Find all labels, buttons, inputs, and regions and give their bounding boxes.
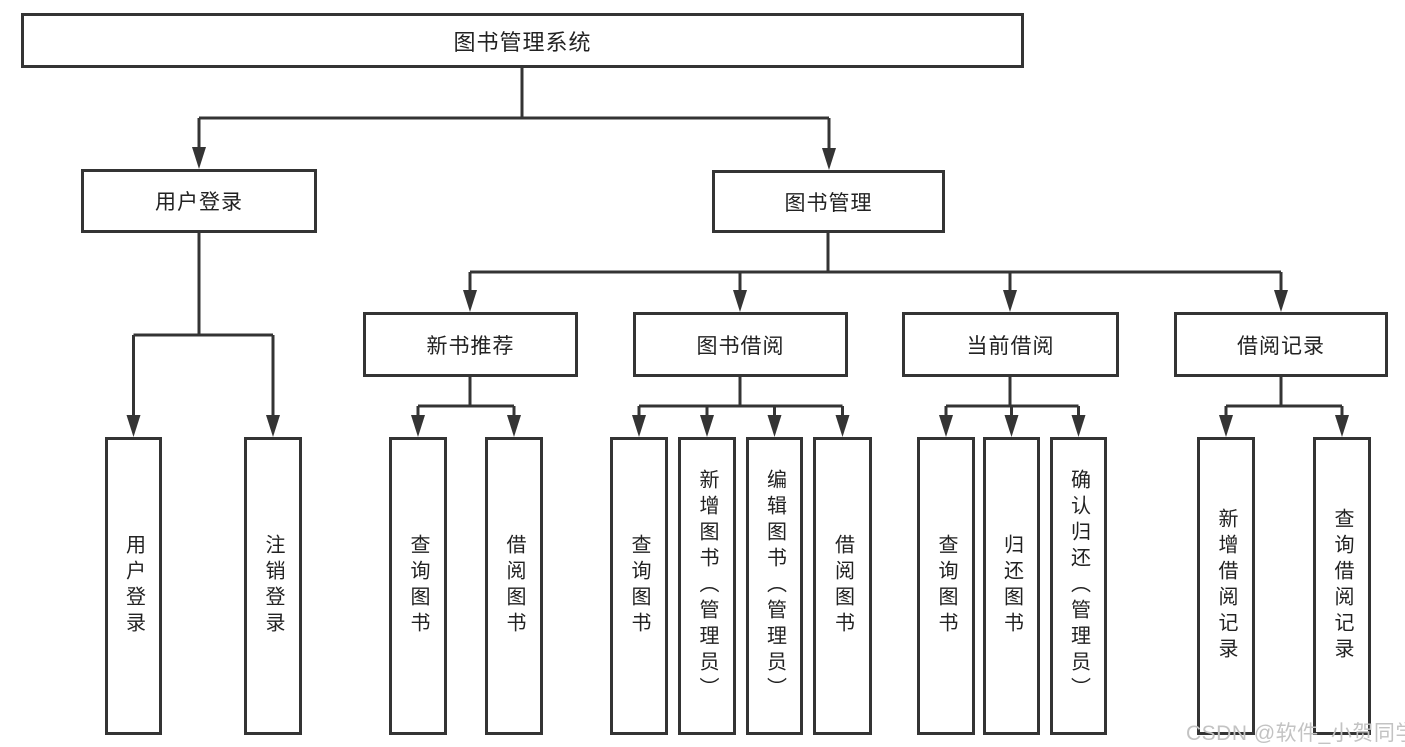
- node-root-system: 图书管理系统: [21, 13, 1024, 68]
- node-label: 借阅图书: [831, 534, 854, 638]
- node-label: 编辑图书（管理员）: [763, 469, 786, 703]
- csdn-watermark: CSDN @软件_小贺同学: [1186, 722, 1405, 745]
- node-label: 图书管理系统: [453, 29, 592, 55]
- node-label: 查询图书: [407, 534, 429, 638]
- node-label: 新书推荐: [426, 334, 515, 358]
- node-label: 确认归还（管理员）: [1067, 469, 1090, 703]
- leaf-confirm-return-admin: 确认归还（管理员）: [1050, 437, 1107, 735]
- leaf-query-books-newbooks: 查询图书: [389, 437, 447, 735]
- node-current-borrowing: 当前借阅: [902, 312, 1119, 377]
- node-label: 归还图书: [1000, 534, 1023, 638]
- leaf-query-books-borrow: 查询图书: [610, 437, 668, 735]
- node-label: 新增图书（管理员）: [696, 469, 718, 703]
- node-label: 借阅图书: [503, 534, 525, 638]
- leaf-logout: 注销登录: [244, 437, 302, 735]
- node-borrow-records: 借阅记录: [1174, 312, 1388, 377]
- leaf-add-books-admin: 新增图书（管理员）: [678, 437, 736, 735]
- leaf-user-login: 用户登录: [105, 437, 162, 735]
- leaf-edit-books-admin: 编辑图书（管理员）: [746, 437, 803, 735]
- node-label: 查询借阅记录: [1331, 508, 1353, 664]
- leaf-borrow-books-newbooks: 借阅图书: [485, 437, 543, 735]
- node-book-management: 图书管理: [712, 170, 945, 233]
- node-label: 新增借阅记录: [1215, 508, 1237, 664]
- leaf-query-borrow-record: 查询借阅记录: [1313, 437, 1371, 735]
- node-label: 图书借阅: [696, 334, 785, 358]
- arrowheads: [126, 147, 1349, 437]
- leaf-borrow-books: 借阅图书: [813, 437, 872, 735]
- node-label: 查询图书: [628, 534, 650, 638]
- node-user-login: 用户登录: [81, 169, 317, 233]
- leaf-query-books-current: 查询图书: [917, 437, 975, 735]
- node-label: 图书管理: [784, 191, 873, 215]
- node-label: 用户登录: [122, 534, 145, 638]
- node-new-book-recommend: 新书推荐: [363, 312, 578, 377]
- node-book-borrowing: 图书借阅: [633, 312, 848, 377]
- node-label: 借阅记录: [1237, 334, 1325, 358]
- node-label: 注销登录: [262, 534, 284, 638]
- leaf-add-borrow-record: 新增借阅记录: [1197, 437, 1255, 735]
- node-label: 当前借阅: [966, 334, 1055, 358]
- node-label: 用户登录: [155, 191, 243, 214]
- node-label: 查询图书: [935, 534, 957, 638]
- leaf-return-books: 归还图书: [983, 437, 1040, 735]
